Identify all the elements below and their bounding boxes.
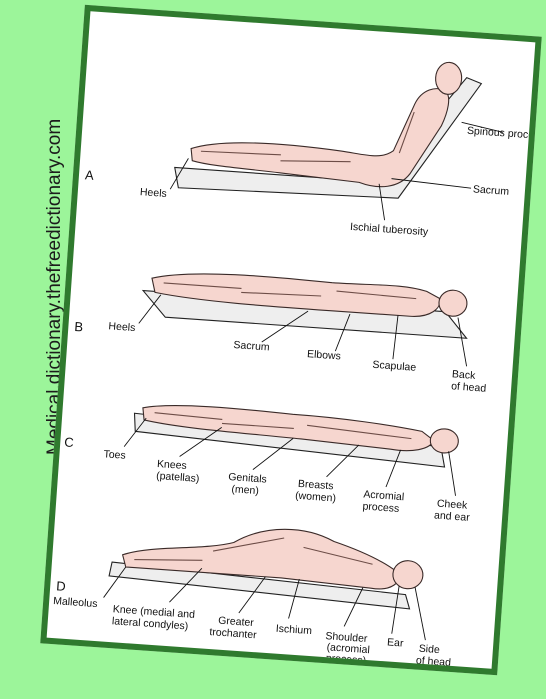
panel-d-letter: D <box>56 578 66 594</box>
label-genitals-2: (men) <box>231 483 259 497</box>
panel-d-leader-side-of-head <box>411 587 429 640</box>
label-elbows: Elbows <box>307 348 342 362</box>
panel-c-leader-cheek <box>446 451 459 496</box>
label-ischial-tuberosity: Ischial tuberosity <box>350 221 430 238</box>
label-side-of-head-2: of head <box>416 655 452 669</box>
panel-b-letter: B <box>74 319 84 335</box>
illustration-sheet: A Spinous proce Sacrum Heels Ischial tub… <box>40 5 542 675</box>
label-sacrum-a: Sacrum <box>473 183 510 198</box>
label-sacrum-b: Sacrum <box>233 339 270 354</box>
label-breasts-2: (women) <box>295 490 337 505</box>
label-ear: Ear <box>387 636 405 649</box>
label-trochanter-2: trochanter <box>209 626 257 641</box>
panel-c: C Toes Knees (patellas) Genitals (men) B… <box>61 397 477 524</box>
label-scapulae: Scapulae <box>372 359 417 374</box>
panel-b-leader-back-of-head <box>455 318 470 367</box>
label-acromial-2: process <box>362 500 400 515</box>
label-cheek-2: and ear <box>434 509 471 523</box>
panel-a-letter: A <box>85 167 95 183</box>
label-knees-2: (patellas) <box>156 470 200 485</box>
label-malleolus: Malleolus <box>53 595 98 610</box>
label-heels-b: Heels <box>108 320 136 334</box>
panel-d: D Malleolus Knee (medial and lateral con… <box>50 513 459 669</box>
label-toes: Toes <box>103 448 126 462</box>
panel-a: A Spinous proce Sacrum Heels Ischial tub… <box>82 38 535 246</box>
label-spinous-process: Spinous proce <box>467 125 535 142</box>
label-ischium: Ischium <box>275 623 312 638</box>
label-shoulder-3: process) <box>325 652 366 667</box>
label-back-of-head-2: of head <box>451 380 487 394</box>
panel-d-head <box>392 560 424 590</box>
panel-c-letter: C <box>64 434 74 450</box>
panel-b: B Heels Sacrum Elbows Scapulae Back of h… <box>72 264 493 395</box>
label-heels-a: Heels <box>140 186 168 200</box>
pressure-points-figure: A Spinous proce Sacrum Heels Ischial tub… <box>47 11 536 669</box>
